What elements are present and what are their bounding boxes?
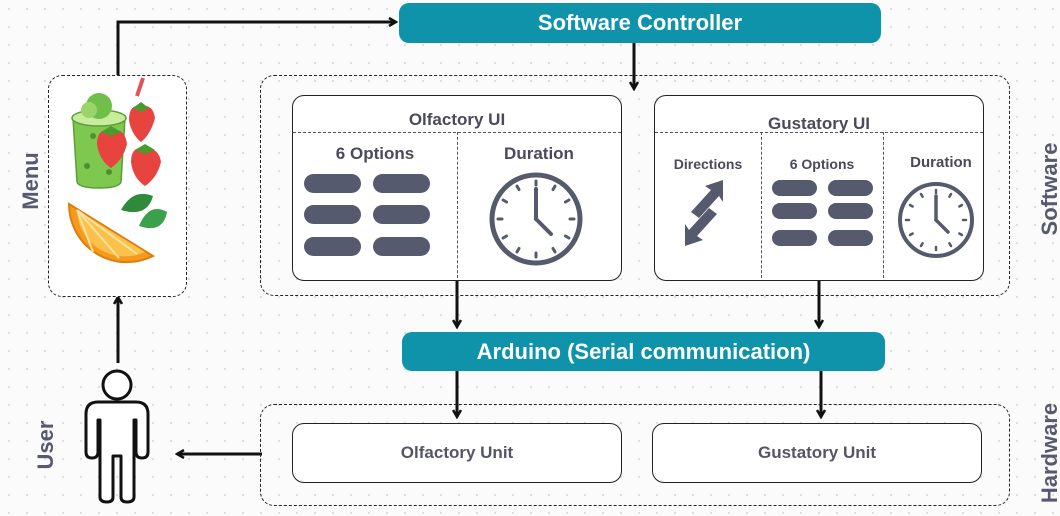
option-pill <box>772 180 817 196</box>
gustatory-ui-box: Gustatory UI Directions 6 Options Durati… <box>654 95 984 281</box>
option-pill <box>828 230 873 246</box>
gustatory-ui-column-divider-2 <box>883 132 884 278</box>
menu-to-controller-arrow <box>116 22 395 75</box>
clock-tick <box>919 242 924 248</box>
clock-tick <box>919 192 924 198</box>
clock-tick <box>551 246 557 254</box>
olfactory-unit-box: Olfactory Unit <box>292 423 622 483</box>
option-pill <box>304 205 361 224</box>
option-pill <box>304 237 361 256</box>
clock-tick <box>515 184 521 192</box>
gustatory-ui-title: Gustatory UI <box>767 114 871 133</box>
olfactory-ui-title: Olfactory UI <box>408 110 506 129</box>
option-pill <box>373 174 430 193</box>
olfactory-unit-label: Olfactory Unit <box>400 443 514 462</box>
clock-tick <box>908 232 914 237</box>
option-pill <box>772 203 817 219</box>
menu-food-image <box>67 77 167 264</box>
option-pill <box>373 237 430 256</box>
clock-tick <box>501 234 509 240</box>
gustatory-options-label: 6 Options <box>789 156 855 172</box>
option-pill <box>828 180 873 196</box>
software-side-label: Software <box>1037 142 1060 236</box>
direction-arrows-icon <box>685 180 723 246</box>
user-side-label: User <box>33 420 58 470</box>
hardware-container <box>260 404 1010 506</box>
arduino-label: Arduino (Serial communication) <box>476 338 811 364</box>
software-controller-box: Software Controller <box>399 3 881 43</box>
clock-tick <box>563 234 571 240</box>
gustatory-unit-label: Gustatory Unit <box>757 443 877 462</box>
clock-tick <box>501 198 509 204</box>
gustatory-clock-icon <box>898 182 974 258</box>
software-controller-label: Software Controller <box>537 10 743 35</box>
olfactory-clock-icon <box>489 172 583 266</box>
option-pill <box>304 174 361 193</box>
olfactory-ui-column-divider <box>457 132 458 278</box>
clock-tick <box>948 192 953 198</box>
gustatory-duration-label: Duration <box>910 154 972 171</box>
option-pill <box>373 205 430 224</box>
clock-tick <box>958 232 964 237</box>
gustatory-ui-header-divider <box>655 132 983 133</box>
olfactory-ui-box: Olfactory UI 6 Options Duration <box>292 95 622 281</box>
menu-box <box>48 75 187 297</box>
gustatory-ui-column-divider-1 <box>761 132 762 278</box>
hardware-side-label: Hardware <box>1037 402 1060 504</box>
olfactory-options-label: 6 Options <box>335 144 415 163</box>
gustatory-unit-box: Gustatory Unit <box>652 423 982 483</box>
clock-tick <box>515 246 521 254</box>
option-pill <box>772 230 817 246</box>
clock-tick <box>958 203 964 208</box>
gustatory-directions-label: Directions <box>673 156 743 172</box>
menu-side-label: Menu <box>18 152 43 210</box>
software-container <box>260 75 1010 296</box>
clock-tick <box>948 242 953 248</box>
arduino-box: Arduino (Serial communication) <box>402 332 885 371</box>
gustatory-graphics <box>685 180 974 258</box>
olfactory-duration-label: Duration <box>504 144 574 163</box>
clock-tick <box>551 184 557 192</box>
option-pill <box>828 203 873 219</box>
clock-tick <box>563 198 571 204</box>
clock-tick <box>908 203 914 208</box>
